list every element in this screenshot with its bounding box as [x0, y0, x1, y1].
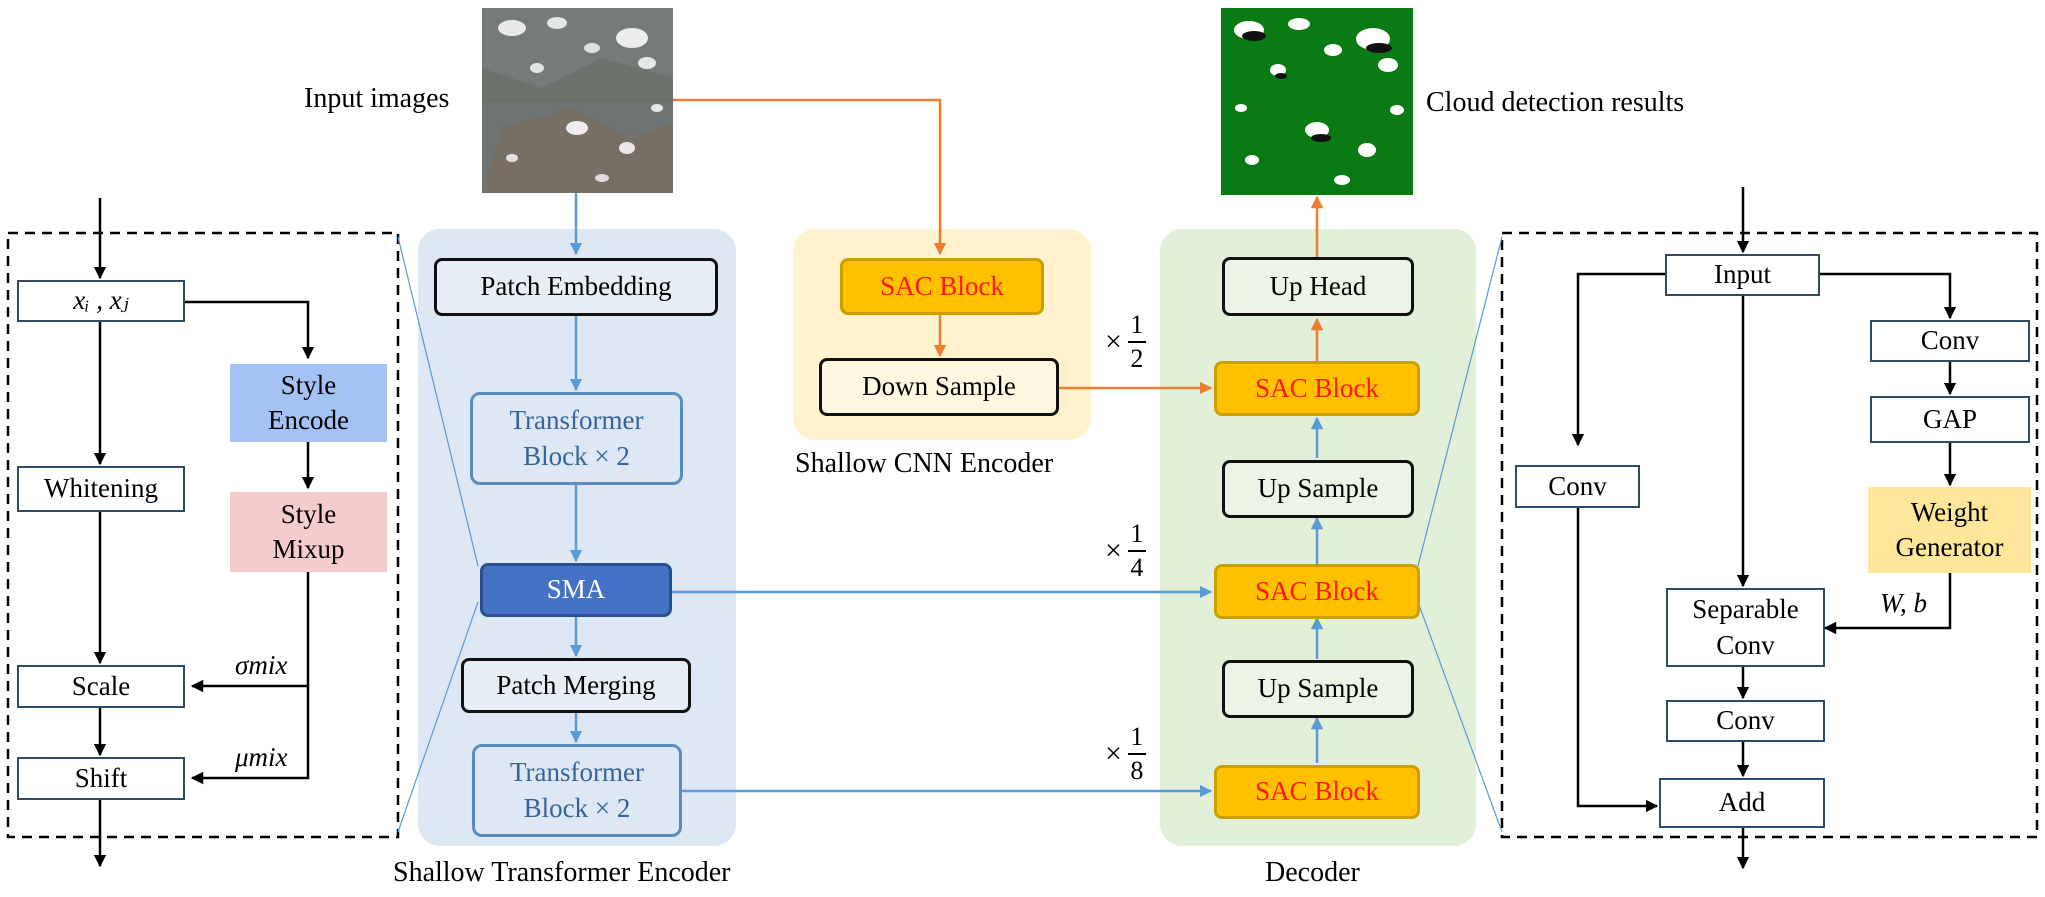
decoder-sac-block-3-node: SAC Block — [1214, 765, 1420, 819]
conv-left-node: Conv — [1515, 465, 1640, 508]
decoder-sac-block-2-node: SAC Block — [1214, 564, 1420, 619]
scale-node: Scale — [17, 665, 185, 708]
patch-embedding-node: Patch Embedding — [434, 258, 718, 316]
right-detail-frame — [1500, 231, 2039, 839]
up-sample-2-node: Up Sample — [1222, 660, 1414, 718]
style-mixup-node: Style Mixup — [230, 492, 387, 572]
cloud-detection-results-label: Cloud detection results — [1426, 87, 1685, 118]
sigma-mix-label: σmix — [235, 650, 288, 680]
weight-generator-node: Weight Generator — [1868, 487, 2031, 573]
decoder-label: Decoder — [1265, 857, 1360, 888]
up-sample-1-node: Up Sample — [1222, 460, 1414, 518]
shift-node: Shift — [17, 757, 185, 800]
shallow-transformer-encoder-label: Shallow Transformer Encoder — [393, 857, 731, 888]
transformer-block-2-node: Transformer Block × 2 — [472, 744, 682, 837]
whitening-node: Whitening — [17, 466, 185, 512]
down-sample-node: Down Sample — [819, 358, 1059, 416]
gap-node: GAP — [1870, 396, 2030, 443]
conv-bottom-node: Conv — [1666, 700, 1825, 742]
style-encode-node: Style Encode — [230, 364, 387, 442]
mu-mix-label: μmix — [235, 742, 288, 772]
decoder-sac-block-1-node: SAC Block — [1214, 361, 1420, 416]
input-node: Input — [1665, 254, 1820, 296]
cloud-result-image — [1221, 8, 1413, 195]
input-images-label: Input images — [304, 83, 450, 114]
add-node: Add — [1659, 778, 1825, 828]
transformer-block-1-node: Transformer Block × 2 — [470, 392, 683, 485]
w-b-label: W, b — [1880, 588, 1928, 618]
left-detail-frame — [6, 231, 400, 839]
patch-merging-node: Patch Merging — [461, 658, 691, 713]
xi-xj-node: xᵢ , xⱼ — [17, 280, 185, 322]
up-head-node: Up Head — [1222, 257, 1414, 316]
sma-node: SMA — [480, 563, 672, 617]
input-image — [482, 8, 673, 193]
cnn-sac-block-node: SAC Block — [840, 258, 1044, 315]
conv-top-node: Conv — [1870, 320, 2030, 362]
separable-conv-node: Separable Conv — [1666, 588, 1825, 667]
shallow-cnn-encoder-label: Shallow CNN Encoder — [795, 448, 1054, 479]
